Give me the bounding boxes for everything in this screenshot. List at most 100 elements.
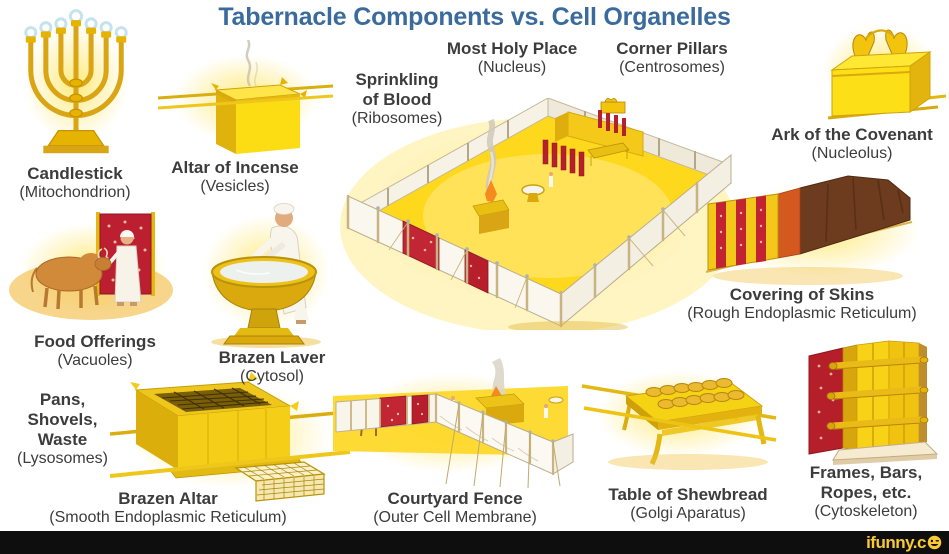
altar-side [136, 390, 178, 470]
ifunny-logo-text: ifunny.c [866, 533, 926, 552]
component-name: Altar of Incense [171, 158, 299, 177]
organelle-name: (Vesicles) [200, 178, 270, 196]
organelle-name: (Vacuoles) [57, 352, 133, 370]
component-name: Pans, Shovels, Waste [27, 390, 98, 450]
ark-side [909, 51, 931, 113]
label-ark-of-the-covenant: Ark of the Covenant (Nucleolus) [755, 125, 949, 164]
horn [280, 77, 288, 85]
front-pole [158, 94, 334, 110]
post-caps [457, 401, 555, 443]
red-gate-curtain [379, 395, 407, 428]
component-name: Courtyard Fence [387, 489, 523, 508]
leather-streaks [825, 177, 904, 243]
organelle-name: (Centrosomes) [619, 59, 725, 77]
horn [248, 372, 258, 382]
table-leg [755, 415, 767, 445]
component-name: Most Holy Place [446, 39, 578, 58]
table-leg [649, 433, 663, 466]
menorah-stem-knobs [69, 78, 83, 118]
component-name: Corner Pillars [616, 39, 728, 58]
table-apron [662, 414, 758, 436]
front-pole [109, 450, 351, 478]
component-name: Food Offerings [34, 332, 156, 351]
page-title: Tabernacle Components vs. Cell Organelle… [218, 3, 731, 31]
ox-figure [30, 247, 112, 310]
shewbread-loaves [645, 378, 745, 409]
label-courtyard-fence: Courtyard Fence (Outer Cell Membrane) [330, 489, 580, 528]
near-fence-posts [346, 181, 699, 328]
label-pans-shovels-waste: Pans, Shovels, Waste (Lysosomes) [0, 390, 125, 469]
organelle-name: (Outer Cell Membrane) [373, 509, 537, 527]
guy-ropes [445, 403, 561, 489]
altar-front [178, 406, 290, 470]
food-offerings-illustration [3, 208, 183, 328]
altar-of-incense-illustration [158, 40, 335, 158]
label-food-offerings: Food Offerings (Vacuoles) [10, 332, 180, 371]
horn [211, 83, 219, 90]
pedestal-base [234, 328, 294, 336]
menorah-cups [25, 20, 127, 43]
organelle-name: (Golgi Aparatus) [630, 505, 746, 523]
covering-of-skins-illustration [698, 168, 943, 293]
component-name: Ark of the Covenant [771, 125, 933, 144]
cross-bars [826, 356, 929, 430]
guy-ropes [388, 209, 686, 309]
courtyard-fence-illustration [328, 356, 575, 490]
label-brazen-altar: Brazen Altar (Smooth Endoplasmic Reticul… [8, 489, 328, 528]
candlestick-illustration [12, 5, 140, 162]
organelle-name: (Cytosol) [239, 368, 304, 386]
organelle-name: (Mitochondrion) [19, 184, 131, 202]
priest-figure [549, 176, 553, 187]
curtain-dots [411, 236, 481, 280]
horn [130, 382, 140, 390]
label-altar-of-incense: Altar of Incense (Vesicles) [155, 158, 315, 197]
incense-smoke [245, 40, 258, 87]
grate-grid [161, 387, 269, 410]
label-sprinkling-of-blood: Sprinkling of Blood (Ribosomes) [337, 70, 457, 129]
bowl-small [548, 396, 564, 404]
horn [300, 90, 307, 98]
component-name: Sprinkling of Blood [355, 70, 439, 110]
entrance-curtain [402, 220, 440, 271]
pedestal-foot [223, 335, 305, 345]
post-caps [376, 206, 665, 278]
water [220, 261, 308, 283]
organelle-name: (Cytoskeleton) [814, 503, 918, 521]
label-covering-of-skins: Covering of Skins (Rough Endoplasmic Ret… [655, 285, 949, 324]
organelle-name: (Nucleus) [477, 59, 547, 77]
menorah-base [47, 129, 105, 147]
component-name: Table of Shewbread [608, 485, 768, 504]
organelle-name: (Smooth Endoplasmic Reticulum) [49, 509, 287, 527]
component-name: Frames, Bars, Ropes, etc. [809, 463, 923, 503]
component-name: Covering of Skins [729, 285, 875, 304]
far-fence-posts [387, 111, 696, 206]
red-pillars-inner [598, 110, 626, 136]
front-fence-posts [434, 392, 555, 476]
ark-in-holy-place [600, 98, 626, 114]
altar-side [216, 94, 236, 154]
tabernacle-wall-side [555, 112, 568, 142]
label-most-holy-place: Most Holy Place (Nucleus) [427, 39, 597, 78]
label-table-of-shewbread: Table of Shewbread (Golgi Aparatus) [588, 485, 788, 524]
front-pole [583, 406, 777, 442]
curtain-post [151, 212, 155, 296]
base-shadow [833, 454, 937, 465]
shewbread-table-small [587, 142, 630, 166]
orange-covering [777, 187, 801, 259]
label-corner-pillars: Corner Pillars (Centrosomes) [592, 39, 752, 78]
menorah-base-plate [43, 145, 109, 154]
component-name: Candlestick [27, 164, 123, 183]
brazen-altar-illustration [108, 368, 353, 505]
altar-front [236, 98, 300, 154]
tiny-figure [544, 408, 548, 418]
organelle-name: (Ribosomes) [351, 110, 443, 128]
component-name: Brazen Laver [218, 348, 326, 367]
striped-curtain-end [707, 193, 779, 271]
component-name: Brazen Altar [118, 489, 218, 508]
bronze-altar-small [472, 118, 510, 234]
organelle-name: (Rough Endoplasmic Reticulum) [687, 305, 917, 323]
laver-small-stand [527, 193, 539, 202]
pedestal-stem [247, 308, 281, 329]
back-fence-posts [350, 395, 430, 430]
curtain-dots [386, 402, 424, 422]
